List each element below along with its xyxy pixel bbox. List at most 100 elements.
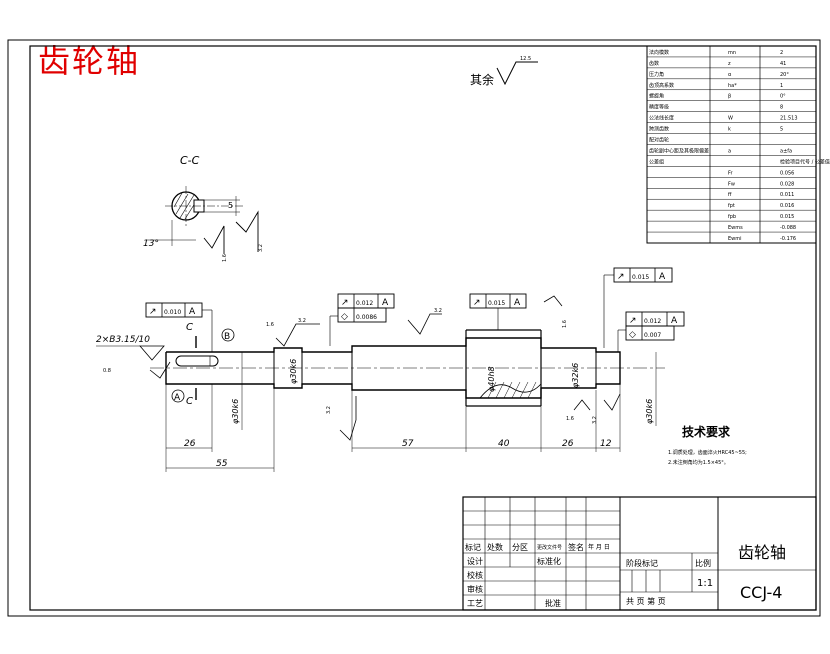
surface-note-roughness: 12.5 [520,56,531,62]
spec-cell: a±fa [780,148,792,154]
svg-text:A: A [382,298,389,308]
spec-cell: 公法线长度 [649,115,674,122]
spec-cell: z [728,61,731,67]
spec-cell: 齿轮副中心距及其极限偏差 [649,147,709,154]
spec-cell: 螺旋角 [649,93,664,100]
svg-text:0.012: 0.012 [644,318,661,325]
spec-cell: ff [728,192,732,198]
part-name: 齿轮轴 [738,543,786,562]
tol-frame-right: ↗ 0.015 A [603,267,673,348]
svg-text:↗: ↗ [473,298,481,308]
surface-note-text: 其余 [470,72,494,87]
svg-text:分区: 分区 [512,543,528,552]
svg-text:审核: 审核 [467,584,483,594]
spec-cell: 齿顶高系数 [649,82,674,89]
spec-cell: 0.056 [780,170,794,176]
spec-cell: 0.028 [780,181,794,187]
dim-26-right: 26 [562,439,574,449]
spec-cell: α [728,72,732,78]
svg-text:0.012: 0.012 [356,300,373,307]
title-block: 标记 处数 分区 更改文件号 签名 年 月 日 设计 标准化 校核 审核 工艺 … [462,496,817,611]
svg-text:0.015: 0.015 [488,300,505,307]
svg-text:年 月 日: 年 月 日 [588,543,610,551]
dia-mid: φ32k6 [571,363,580,388]
spec-cell: 精度等级 [649,104,669,111]
tech-requirements: 技术要求 1.调质处理，齿面淬火HRC45~55; 2.未注倒角均为1.5×45… [668,424,747,466]
svg-text:1.6: 1.6 [566,416,574,422]
spec-cell: 跨测齿数 [649,126,669,133]
svg-text:↗: ↗ [629,316,637,326]
svg-text:0.015: 0.015 [632,274,649,281]
tech-line-2: 2.未注倒角均为1.5×45°。 [668,459,729,466]
spec-cell: fpt [728,203,735,209]
dim-40: 40 [498,439,510,449]
scale-value: 1:1 [697,578,713,589]
svg-text:↗: ↗ [617,272,625,282]
svg-text:A: A [659,272,666,282]
tol-frame-right2: ↗ 0.012 A ◇ 0.007 [617,311,685,352]
section-roughness-a: 1.6 [222,254,228,262]
svg-text:设计: 设计 [467,556,483,566]
dia-gear: φ40h8 [487,366,496,392]
spec-cell: 20° [780,72,789,78]
spec-cell: Ewms [728,225,743,231]
spec-cell: 0° [780,94,786,100]
svg-text:批准: 批准 [545,598,561,608]
svg-text:A: A [514,298,521,308]
spec-cell: 0.016 [780,203,794,209]
section-label: C-C [180,154,200,167]
svg-text:0.0086: 0.0086 [356,314,377,321]
spec-cell: a [728,148,731,154]
svg-text:阶段标记: 阶段标记 [626,558,658,568]
dia-left: φ30k6 [231,399,240,424]
dim-55: 55 [216,459,228,469]
outer-border [7,39,821,617]
section-mark-bottom: C [186,396,193,407]
svg-text:0.010: 0.010 [164,309,181,316]
spec-cell: 0.011 [780,192,794,198]
spec-cell: 压力角 [649,71,664,78]
svg-text:↗: ↗ [341,298,349,308]
section-roughness-b: 3.2 [258,244,264,252]
drawing-number: CCJ-4 [740,583,782,602]
spec-cell: 0.015 [780,214,794,220]
spec-cell: 齿数 [649,60,659,67]
svg-text:1.6: 1.6 [266,322,274,328]
spec-cell: 法向模数 [649,49,669,56]
spec-cell: 41 [780,61,786,67]
svg-text:0.007: 0.007 [644,332,661,339]
svg-text:标记: 标记 [465,542,481,552]
spec-cell: k [728,127,731,133]
svg-text:↗: ↗ [149,307,157,317]
spec-cell: 1 [780,83,783,89]
shaft-view: C C B A 2×B3.15/10 0.8 ↗ 0.010 A [96,267,685,472]
tech-title: 技术要求 [682,424,731,439]
svg-text:◇: ◇ [629,330,636,340]
svg-text:处数: 处数 [487,542,503,552]
red-title: 齿轮轴 [38,42,141,80]
dim-26-left: 26 [184,439,196,449]
spec-cell: ha* [728,83,737,89]
surface-roughness-note: 其余 12.5 [470,56,538,87]
section-dim-depth: 5 [228,201,233,210]
section-mark-top: C [186,322,193,333]
svg-text:共 页 第 页: 共 页 第 页 [626,596,666,606]
svg-text:3.2: 3.2 [434,308,442,314]
svg-text:工艺: 工艺 [467,599,483,608]
left-roughness: 0.8 [103,368,111,374]
spec-cell: β [728,94,731,100]
spec-cell: Fw [728,181,735,187]
svg-text:1.6: 1.6 [562,320,568,328]
dia-right: φ30k6 [645,399,654,424]
dim-57: 57 [402,439,414,449]
dimension-lines [165,384,621,472]
tech-line-1: 1.调质处理，齿面淬火HRC45~55; [668,449,747,456]
section-view-cc: C-C 5 13° 1.6 3.2 [143,154,264,262]
spec-cell: 21.513 [780,116,798,122]
spec-cell: 配对齿轮 [649,137,669,144]
datum-b-label: B [224,332,230,342]
spec-cell: Fr [728,170,734,176]
tol-frame-gear: ↗ 0.015 A [469,293,527,330]
